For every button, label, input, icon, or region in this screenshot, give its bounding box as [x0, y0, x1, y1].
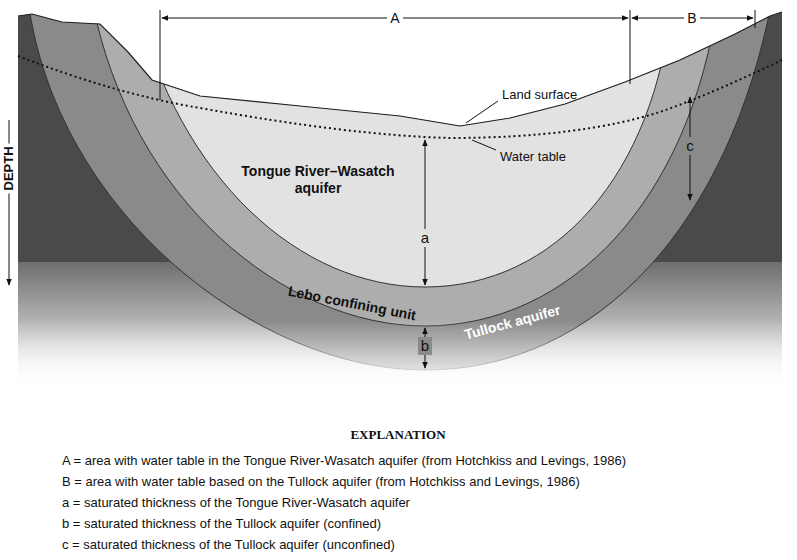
tongue-river-region [135, 0, 672, 287]
dimension-label: B [684, 10, 699, 26]
explanation-line: b = saturated thickness of the Tullock a… [62, 517, 381, 532]
dimension-label: A [387, 10, 402, 26]
aquifer-region: Tongue River–Wasatch aquifer [228, 163, 408, 197]
explanation-line: c = saturated thickness of the Tullock a… [62, 538, 395, 553]
thickness-label: b [418, 337, 432, 354]
explanation-line: a = saturated thickness of the Tongue Ri… [62, 496, 410, 511]
aquifer-band: Tullock aquifer [459, 300, 565, 343]
dimension-extension [755, 10, 756, 28]
land-surface-line [18, 12, 782, 126]
depth-fade [18, 320, 782, 386]
thickness-label: c [683, 137, 697, 154]
water-table-line [18, 56, 782, 138]
confining-band: Lebo confining unit [284, 282, 421, 324]
axis-label: DEPTH [2, 143, 17, 193]
thickness-label: a [418, 229, 432, 246]
callout-label: Land surface [502, 88, 577, 103]
unit-name: Lebo confining unit [284, 282, 421, 324]
legend-heading: EXPLANATION [350, 428, 445, 443]
lebo-band [92, 0, 718, 326]
dimension-extension [160, 10, 161, 100]
leader-line [466, 101, 498, 123]
dimension-extension [630, 10, 631, 84]
leader-line [472, 140, 496, 150]
unit-name: Tongue River–Wasatch aquifer [228, 163, 408, 197]
tullock-band [28, 0, 772, 370]
callout-label: Water table [500, 150, 566, 165]
explanation-line: A = area with water table in the Tongue … [62, 454, 626, 469]
explanation-line: B = area with water table based on the T… [62, 475, 580, 490]
unit-name: Tullock aquifer [459, 300, 565, 343]
thickness-arrow [425, 140, 426, 285]
